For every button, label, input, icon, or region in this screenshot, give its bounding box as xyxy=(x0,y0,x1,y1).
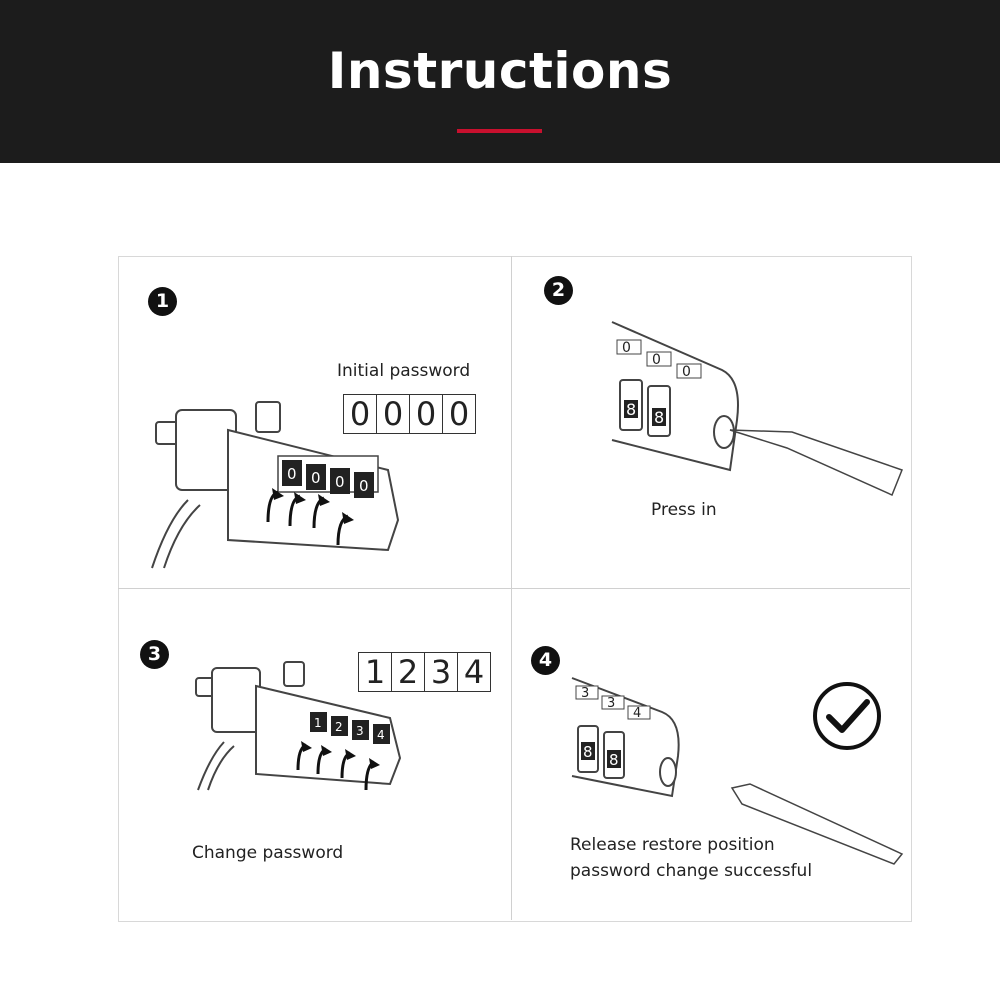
step-4-badge: 4 xyxy=(531,646,560,675)
code-digit: 0 xyxy=(410,395,443,433)
svg-text:3: 3 xyxy=(581,686,589,701)
step-4-caption-line2: password change successful xyxy=(570,861,813,881)
svg-text:0: 0 xyxy=(682,364,691,380)
svg-text:8: 8 xyxy=(654,408,664,427)
svg-text:8: 8 xyxy=(626,400,636,419)
svg-text:0: 0 xyxy=(287,465,297,483)
step-1-caption: Initial password xyxy=(337,361,471,381)
step-3-badge: 3 xyxy=(140,640,169,669)
code-digit: 0 xyxy=(344,395,377,433)
svg-text:0: 0 xyxy=(335,473,345,491)
svg-text:4: 4 xyxy=(633,706,641,721)
code-digit: 3 xyxy=(425,653,458,691)
svg-text:0: 0 xyxy=(311,469,321,487)
new-password-code: 1 2 3 4 xyxy=(358,652,491,692)
instruction-grid xyxy=(118,256,912,922)
checkmark-icon xyxy=(813,682,881,750)
page-title: Instructions xyxy=(327,42,673,100)
step-2-caption: Press in xyxy=(651,500,717,520)
svg-text:3: 3 xyxy=(356,724,364,738)
step-1-badge: 1 xyxy=(148,287,177,316)
svg-text:0: 0 xyxy=(622,340,631,356)
svg-text:2: 2 xyxy=(335,720,343,734)
code-digit: 0 xyxy=(377,395,410,433)
code-digit: 2 xyxy=(392,653,425,691)
code-digit: 4 xyxy=(463,653,485,691)
svg-text:8: 8 xyxy=(609,751,619,769)
svg-text:0: 0 xyxy=(652,352,661,368)
code-digit: 1 xyxy=(359,653,392,691)
step-4-caption-line1: Release restore position xyxy=(570,835,775,855)
lock-illustration-3: 1 2 3 4 xyxy=(195,661,402,791)
svg-text:0: 0 xyxy=(359,477,369,495)
svg-text:4: 4 xyxy=(377,728,385,742)
code-digit: 0 xyxy=(448,395,470,433)
lock-closeup-4: 3 3 4 8 8 xyxy=(571,677,904,865)
initial-password-code: 0 0 0 0 xyxy=(343,394,476,434)
svg-text:3: 3 xyxy=(607,696,615,711)
grid-divider-horizontal xyxy=(118,588,910,589)
step-3-caption: Change password xyxy=(192,843,344,863)
step-2-badge: 2 xyxy=(544,276,573,305)
svg-text:8: 8 xyxy=(583,743,593,761)
svg-text:1: 1 xyxy=(314,716,322,730)
header-banner: Instructions xyxy=(0,0,1000,163)
lock-closeup-2: 0 0 0 8 8 xyxy=(611,321,903,497)
title-underline xyxy=(457,129,542,133)
